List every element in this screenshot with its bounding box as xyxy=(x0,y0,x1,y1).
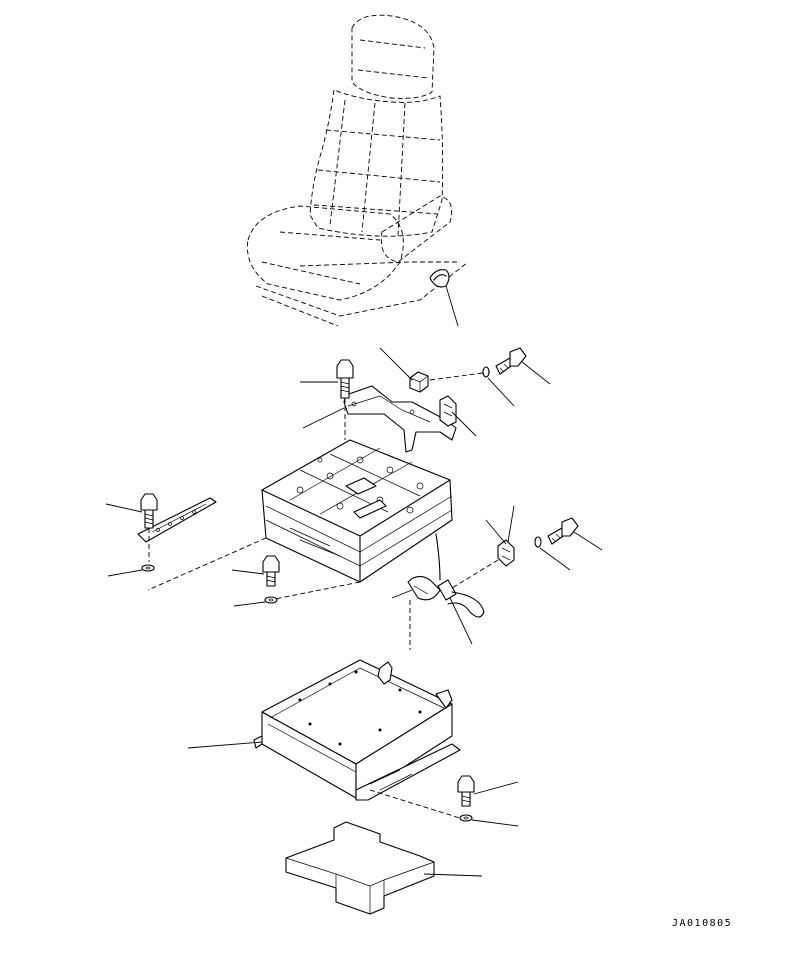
mounting-bracket xyxy=(343,385,457,453)
leader-floor-mat xyxy=(423,873,483,877)
leader-nut xyxy=(379,347,413,381)
leader-clip-upper xyxy=(451,411,477,437)
bolt-mid-left xyxy=(262,555,280,587)
leader-bolt-mid-right xyxy=(573,531,603,551)
bolt-base-box xyxy=(457,775,475,807)
bracket-nut xyxy=(409,371,429,393)
wire-harness xyxy=(407,533,485,650)
drawing-code: JA010805 xyxy=(672,918,733,929)
bolt-bracket-top xyxy=(336,359,354,440)
seat-suspension xyxy=(261,439,453,583)
washer-mid-left xyxy=(264,596,278,604)
leader-connector xyxy=(391,589,413,599)
bolt-mid-right xyxy=(534,517,579,548)
leader-base-box xyxy=(187,741,263,749)
washer-base-box xyxy=(459,814,473,822)
leader-washer-upper-right xyxy=(487,377,515,407)
leader-bracket xyxy=(302,407,345,429)
leader-washer-left xyxy=(107,569,143,577)
bolt-left xyxy=(140,493,158,562)
leader-bolt-mid-left xyxy=(231,569,265,575)
seat-base-box xyxy=(253,659,467,821)
harness-clip-upper xyxy=(439,395,457,427)
leader-washer-mid-left xyxy=(233,601,266,607)
harness-clip-right xyxy=(497,539,515,567)
leader-bolt-base-box xyxy=(473,781,519,795)
leader-seat-knob xyxy=(445,285,459,327)
seat-rail-left xyxy=(137,497,217,543)
leader-washer-mid-right xyxy=(539,547,571,571)
leader-bolt-upper-right xyxy=(521,361,551,385)
leader-bolt-left xyxy=(105,503,143,513)
leader-clip-right-a xyxy=(485,519,507,545)
leader-washer-base-box xyxy=(471,819,519,827)
leader-clip-right-b xyxy=(507,505,515,543)
washer-left xyxy=(141,564,155,572)
leader-harness-clip xyxy=(449,597,473,645)
operator-seat-phantom xyxy=(246,14,469,327)
floor-mat xyxy=(285,821,435,915)
bolt-upper-right xyxy=(482,347,527,378)
